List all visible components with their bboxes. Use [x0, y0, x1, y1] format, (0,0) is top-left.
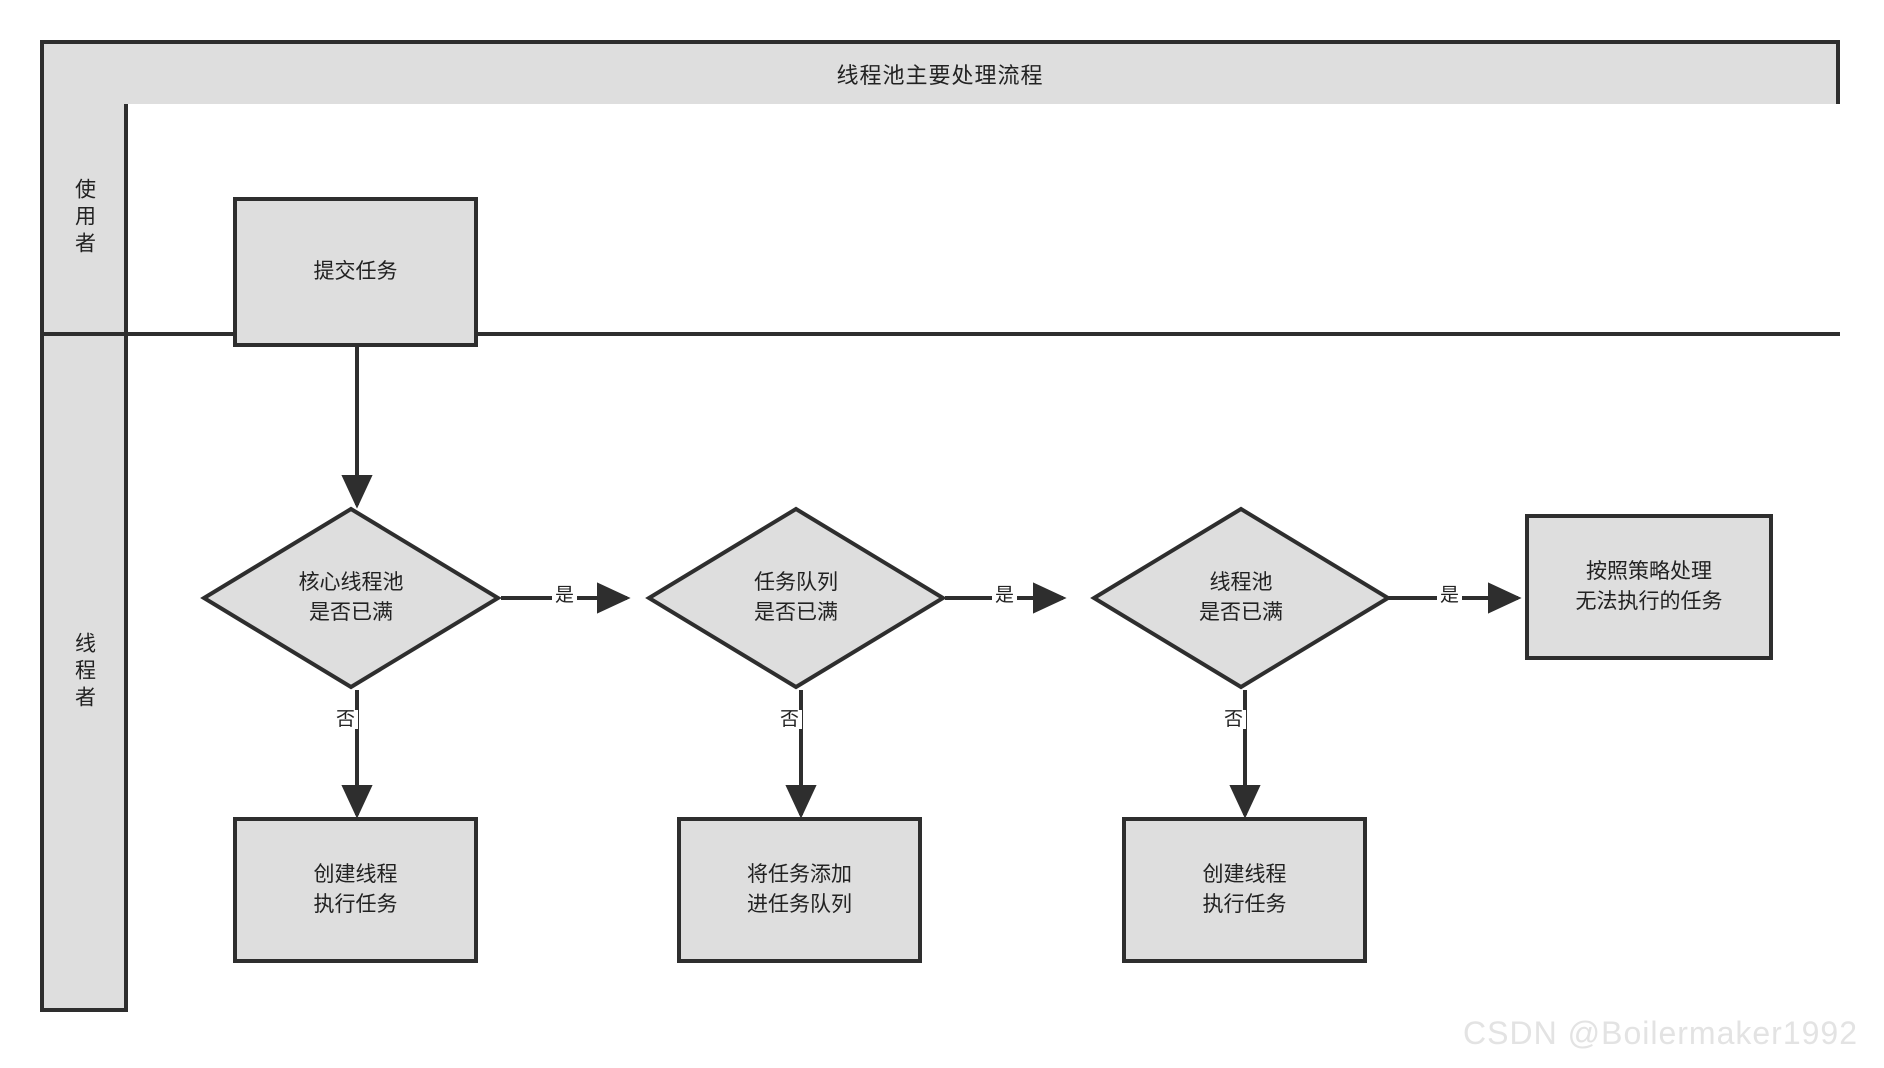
diamond-shape	[1090, 506, 1392, 690]
diagram-title: 线程池主要处理流程	[40, 40, 1840, 108]
node-reject-policy[interactable]: 按照策略处理 无法执行的任务	[1525, 514, 1773, 660]
diamond-shape	[645, 506, 947, 690]
node-add-to-queue[interactable]: 将任务添加 进任务队列	[677, 817, 922, 963]
edge-label-core-to-queue: 是	[552, 586, 578, 605]
node-pool-full[interactable]: 线程池 是否已满	[1090, 505, 1392, 691]
lane-label-user: 使用者	[72, 177, 96, 259]
lane-header-thread: 线程者	[40, 336, 128, 1012]
lane-header-user: 使用者	[40, 104, 128, 336]
edge-label-pool-to-reject: 是	[1437, 586, 1463, 605]
lane-label-thread: 线程者	[72, 631, 96, 713]
csdn-watermark: CSDN @Boilermaker1992	[1463, 1015, 1858, 1051]
node-create-thread-2[interactable]: 创建线程 执行任务	[1122, 817, 1367, 963]
edge-label-pool-to-create2: 否	[1221, 710, 1247, 729]
edge-label-queue-to-pool: 是	[992, 586, 1018, 605]
diamond-shape	[200, 506, 502, 690]
node-submit-task[interactable]: 提交任务	[233, 197, 478, 347]
node-create-thread-1[interactable]: 创建线程 执行任务	[233, 817, 478, 963]
node-queue-full[interactable]: 任务队列 是否已满	[645, 505, 947, 691]
edge-label-queue-to-addqueue: 否	[777, 710, 803, 729]
edge-label-core-to-create1: 否	[333, 710, 359, 729]
node-core-pool-full[interactable]: 核心线程池 是否已满	[200, 505, 502, 691]
